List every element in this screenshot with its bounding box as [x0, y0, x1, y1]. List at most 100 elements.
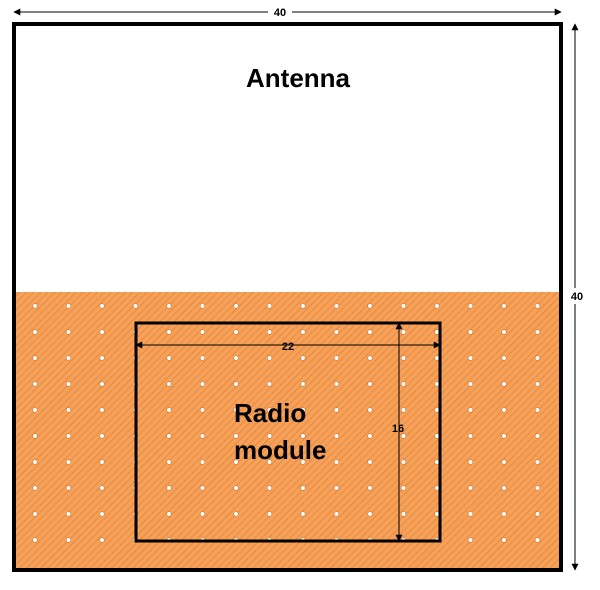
- via-dot: [333, 485, 340, 491]
- via-dot: [65, 407, 72, 413]
- via-dot: [233, 329, 239, 335]
- via-dot: [32, 537, 38, 543]
- via-dot: [99, 433, 105, 439]
- via-dot: [300, 433, 306, 439]
- via-dot: [199, 381, 206, 387]
- via-dot: [467, 485, 474, 491]
- via-dot: [65, 303, 72, 309]
- via-dot: [99, 303, 105, 309]
- via-dot: [199, 459, 206, 465]
- via-dot: [65, 433, 72, 439]
- via-dot: [32, 511, 38, 517]
- via-dot: [132, 303, 139, 309]
- via-dot: [534, 407, 541, 413]
- via-dot: [534, 433, 541, 439]
- via-dot: [266, 355, 273, 361]
- via-dot: [534, 537, 541, 543]
- via-dot: [233, 303, 239, 309]
- via-dot: [467, 459, 474, 465]
- via-dot: [367, 355, 373, 361]
- via-dot: [467, 537, 474, 543]
- via-dot: [266, 381, 273, 387]
- via-dot: [300, 407, 306, 413]
- via-dot: [333, 355, 340, 361]
- via-dot: [166, 459, 172, 465]
- via-dot: [199, 329, 206, 335]
- via-dot: [367, 485, 373, 491]
- via-dot: [467, 407, 474, 413]
- via-dot: [65, 511, 72, 517]
- via-dot: [300, 485, 306, 491]
- via-dot: [534, 511, 541, 517]
- via-dot: [99, 459, 105, 465]
- via-dot: [501, 433, 507, 439]
- via-dot: [199, 407, 206, 413]
- via-dot: [166, 381, 172, 387]
- module-outline: [134, 321, 442, 543]
- ground-plane-area: [14, 292, 561, 568]
- via-dot: [99, 329, 105, 335]
- antenna-label: Antenna: [246, 63, 351, 93]
- via-dot: [400, 303, 407, 309]
- module-height-label: 16: [392, 423, 404, 435]
- via-dot: [367, 511, 373, 517]
- via-dot: [534, 329, 541, 335]
- via-dot: [534, 355, 541, 361]
- via-dot: [199, 485, 206, 491]
- via-dot: [266, 433, 273, 439]
- via-dot: [266, 459, 273, 465]
- via-dot: [166, 303, 172, 309]
- via-dot: [65, 355, 72, 361]
- via-grid: [32, 303, 541, 543]
- via-dot: [501, 407, 507, 413]
- via-dot: [166, 511, 172, 517]
- via-dot: [501, 511, 507, 517]
- via-dot: [367, 303, 373, 309]
- via-dot: [32, 329, 38, 335]
- via-dot: [32, 407, 38, 413]
- via-dot: [32, 303, 38, 309]
- via-dot: [333, 303, 340, 309]
- via-dot: [501, 355, 507, 361]
- via-dot: [333, 407, 340, 413]
- via-dot: [400, 329, 407, 335]
- via-dot: [266, 303, 273, 309]
- via-dot: [534, 381, 541, 387]
- via-dot: [166, 355, 172, 361]
- via-dot: [501, 537, 507, 543]
- via-dot: [501, 303, 507, 309]
- via-dot: [32, 381, 38, 387]
- via-dot: [166, 407, 172, 413]
- via-dot: [300, 381, 306, 387]
- via-dot: [65, 381, 72, 387]
- via-dot: [467, 433, 474, 439]
- via-dot: [467, 381, 474, 387]
- via-dot: [99, 511, 105, 517]
- via-dot: [400, 459, 407, 465]
- board-outline: [12, 22, 563, 572]
- via-dot: [233, 485, 239, 491]
- via-dot: [400, 485, 407, 491]
- via-dot: [233, 407, 239, 413]
- via-dot: [266, 511, 273, 517]
- via-dot: [166, 433, 172, 439]
- via-dot: [467, 355, 474, 361]
- via-dot: [266, 329, 273, 335]
- via-dot: [467, 511, 474, 517]
- via-dot: [99, 355, 105, 361]
- via-dot: [32, 485, 38, 491]
- via-dot: [266, 485, 273, 491]
- via-dot: [32, 459, 38, 465]
- via-dot: [65, 459, 72, 465]
- via-dot: [367, 433, 373, 439]
- via-dot: [400, 381, 407, 387]
- via-dot: [333, 459, 340, 465]
- via-dot: [99, 537, 105, 543]
- via-dot: [333, 433, 340, 439]
- via-dot: [367, 329, 373, 335]
- board-width-label: 40: [274, 7, 286, 19]
- via-dot: [300, 303, 306, 309]
- via-dot: [233, 381, 239, 387]
- via-dot: [166, 329, 172, 335]
- via-dot: [367, 381, 373, 387]
